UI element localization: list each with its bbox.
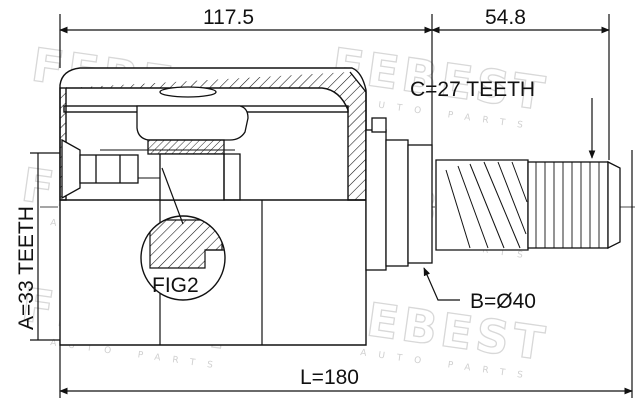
dimension-width-main: 117.5: [203, 6, 254, 29]
spline-outer-label: C=27 TEETH: [410, 78, 535, 101]
tripod-assembly: [100, 86, 249, 201]
output-spline-shaft: [435, 159, 621, 251]
output-neck: [365, 117, 433, 271]
dimension-width-shaft: 54.8: [485, 6, 526, 29]
fig2-detail: FIG2: [140, 167, 226, 301]
callout-leaders: [423, 98, 596, 301]
spline-inner-label: A=33 TEETH: [15, 206, 38, 330]
fig2-label: FIG2: [152, 274, 199, 297]
dimension-lines: [30, 14, 633, 398]
diameter-label: B=Ø40: [470, 290, 536, 313]
stub-shaft: [61, 138, 139, 200]
dimension-overall-length: L=180: [300, 366, 359, 389]
